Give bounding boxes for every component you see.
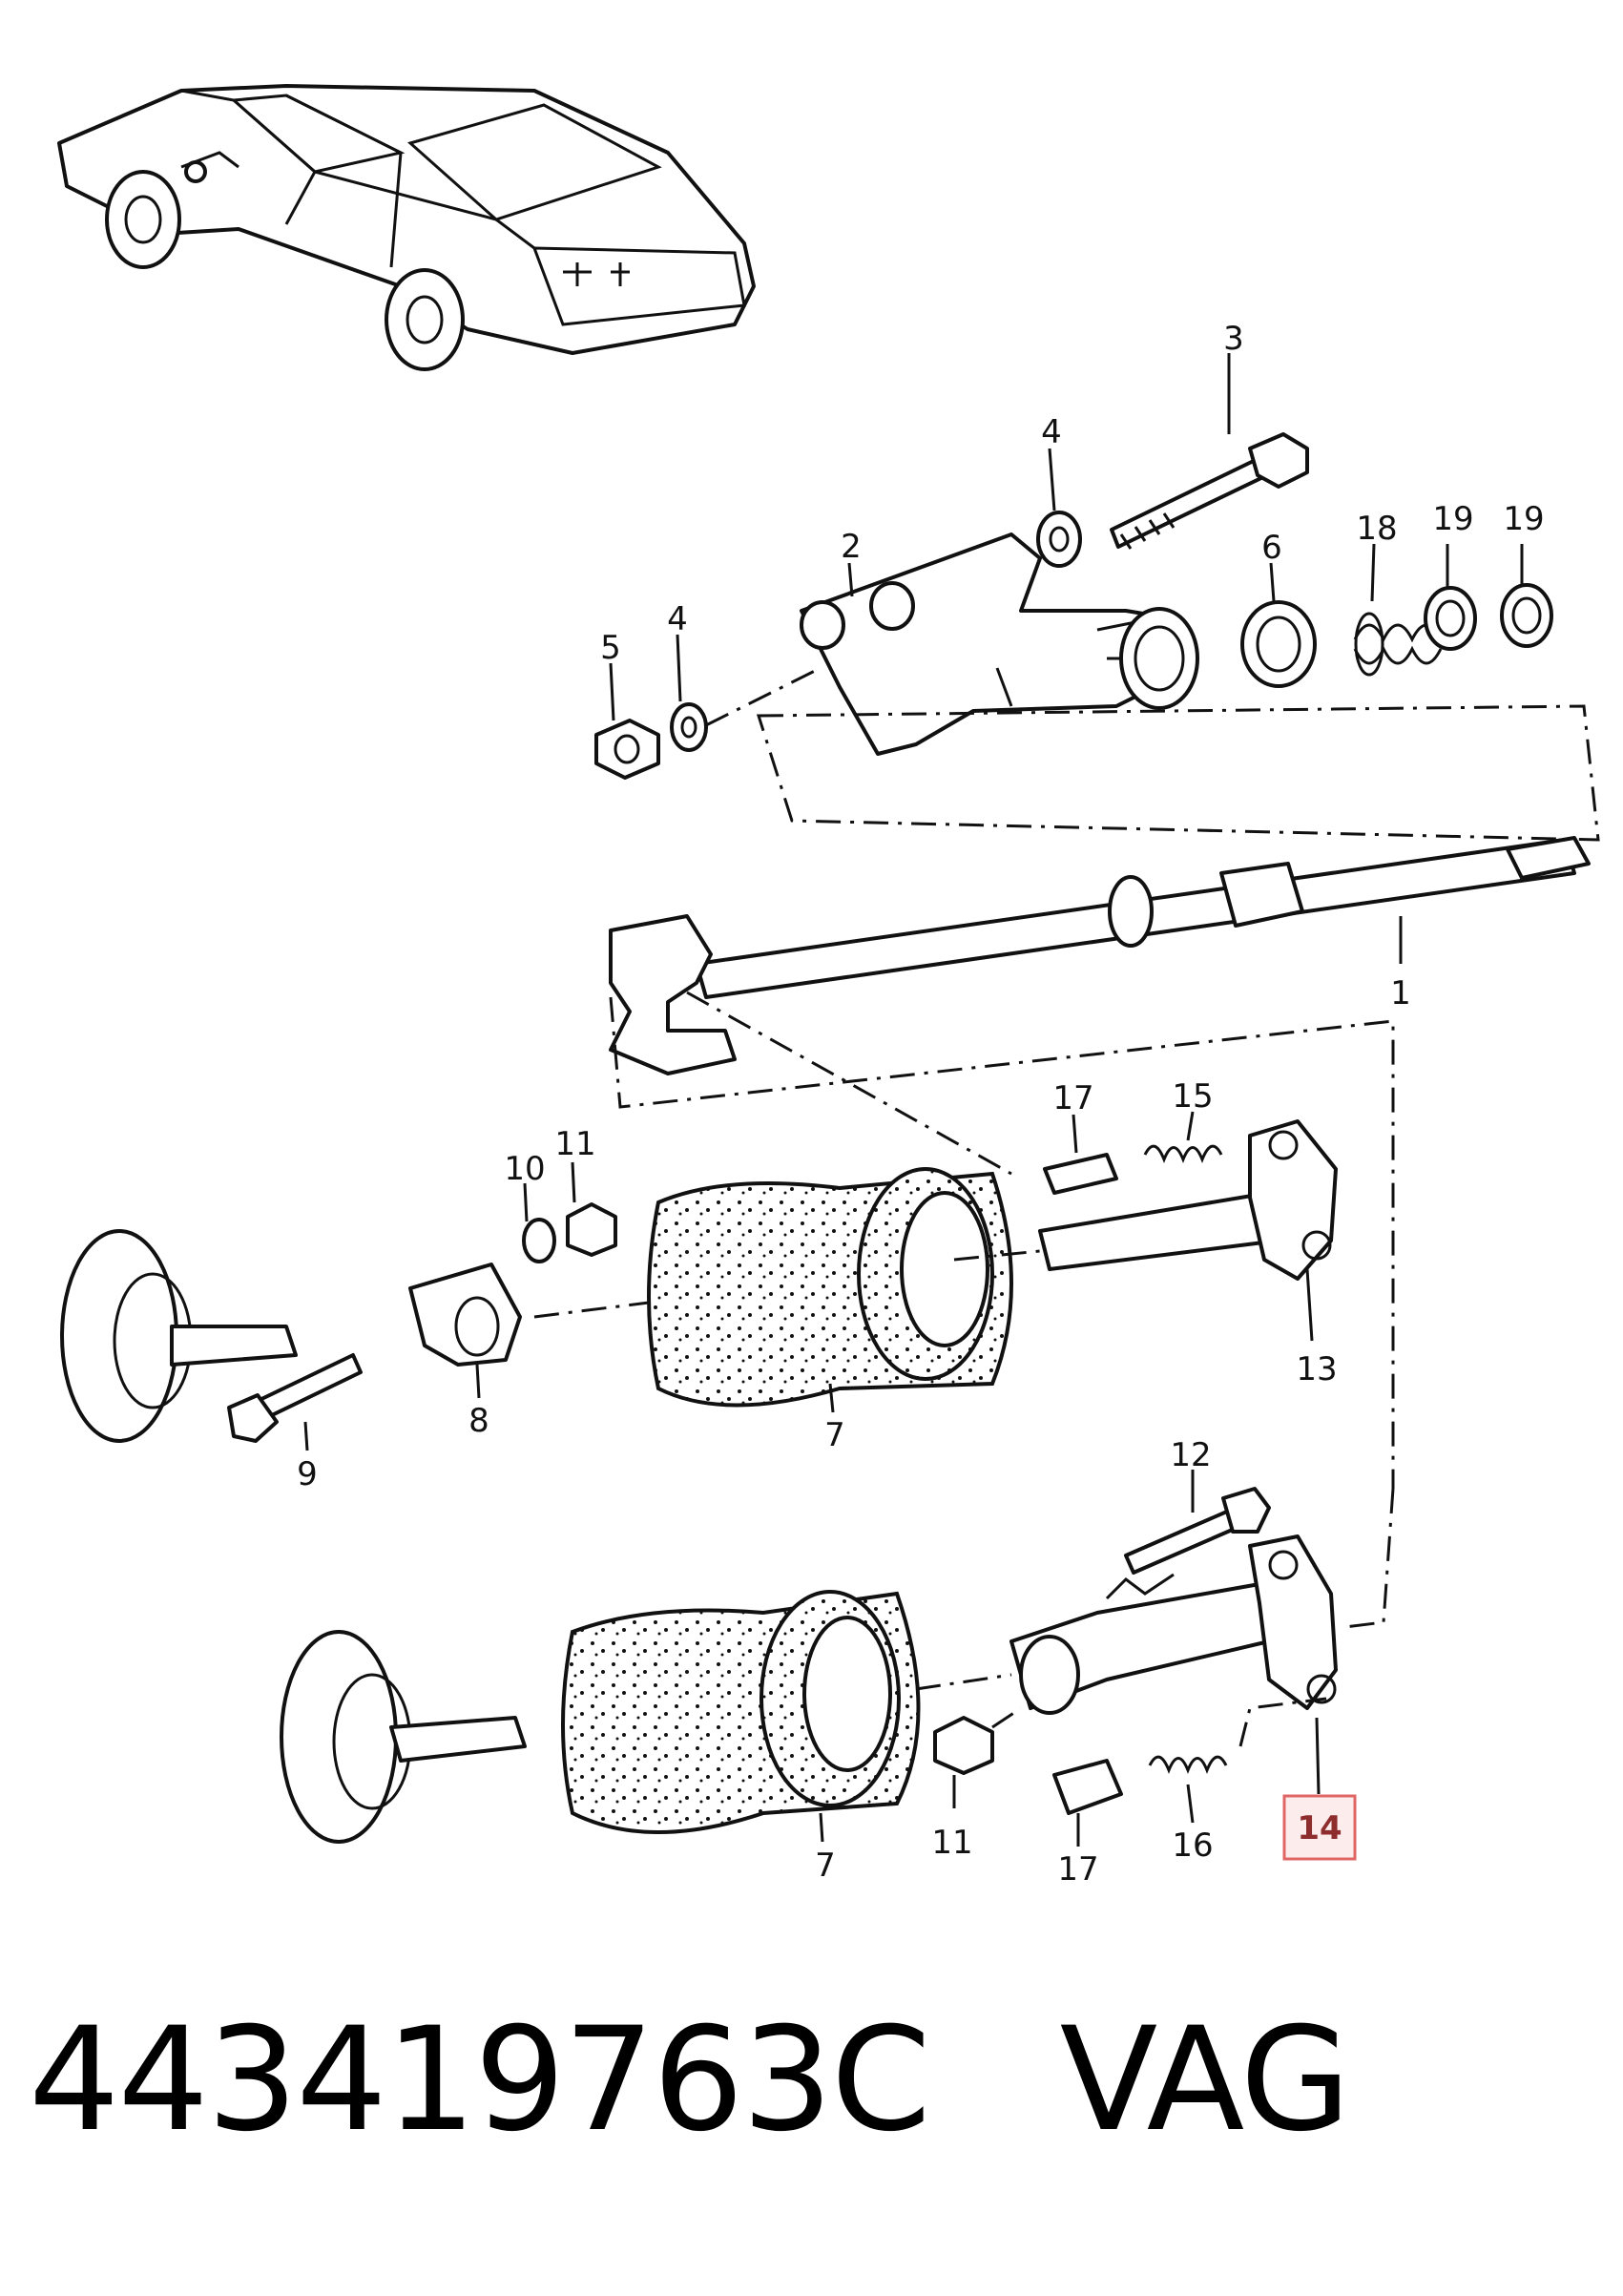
callout-13: 13 <box>1296 1350 1337 1388</box>
lower-assembly <box>280 1487 1395 1844</box>
callout-9: 9 <box>297 1455 318 1493</box>
callout-11-upper: 11 <box>554 1125 595 1163</box>
callout-2: 2 <box>841 528 862 566</box>
callout-11-lower: 11 <box>931 1824 972 1862</box>
vehicle-illustration <box>57 84 756 371</box>
middle-assembly <box>60 1119 1338 1443</box>
callout-5: 5 <box>600 629 621 667</box>
callout-labels: 3 4 2 6 18 19 19 4 5 1 17 15 11 10 13 8 … <box>297 320 1544 1889</box>
callout-17-upper: 17 <box>1052 1079 1093 1117</box>
callout-12: 12 <box>1170 1436 1211 1474</box>
callout-17-lower: 17 <box>1057 1850 1098 1889</box>
leader-lines <box>303 353 1524 1847</box>
callout-4-upper: 4 <box>1041 413 1062 451</box>
callout-19-right: 19 <box>1503 500 1544 538</box>
callout-14-highlight[interactable]: 14 <box>1282 1794 1357 1861</box>
callout-6: 6 <box>1261 529 1282 567</box>
upper-assembly <box>594 432 1600 842</box>
callout-4-lower: 4 <box>667 600 688 638</box>
callout-10: 10 <box>504 1150 545 1188</box>
callout-8: 8 <box>468 1402 489 1440</box>
callout-3: 3 <box>1223 320 1244 358</box>
callout-16: 16 <box>1172 1826 1213 1865</box>
callout-15: 15 <box>1172 1077 1213 1116</box>
callout-7-upper: 7 <box>824 1416 845 1454</box>
callout-14: 14 <box>1297 1809 1342 1847</box>
callout-18: 18 <box>1356 510 1397 548</box>
part-number-caption: 443419763C VAG <box>29 1997 1351 2163</box>
steering-shaft <box>609 836 1591 1489</box>
callout-1: 1 <box>1390 974 1411 1012</box>
callout-7-lower: 7 <box>815 1847 836 1885</box>
callout-19-left: 19 <box>1432 500 1473 538</box>
